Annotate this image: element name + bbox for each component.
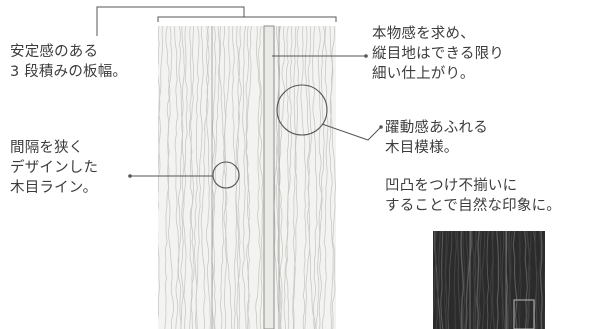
grain-line xyxy=(285,26,290,329)
leader-dot xyxy=(364,54,368,58)
texture-line xyxy=(447,231,453,329)
grain-line xyxy=(200,26,210,329)
grain-line xyxy=(194,26,200,329)
texture-sample-photo xyxy=(433,231,545,329)
grain-line xyxy=(189,26,195,329)
grain-callout-circle xyxy=(276,84,328,136)
grain-line xyxy=(292,26,298,329)
width-bracket xyxy=(157,16,337,22)
grain-line xyxy=(164,26,173,329)
grain-line xyxy=(211,26,217,329)
grain-line xyxy=(292,26,300,329)
texture-line xyxy=(453,231,457,329)
leader-dot xyxy=(379,125,383,129)
leader-grain xyxy=(321,123,382,141)
leader-dot xyxy=(128,174,132,178)
grain-line xyxy=(318,26,325,329)
texture-line xyxy=(512,231,518,329)
texture-line xyxy=(462,231,466,329)
texture-line xyxy=(526,231,532,329)
texture-line xyxy=(501,231,506,329)
grain-line xyxy=(211,26,221,329)
grain-line xyxy=(278,26,286,329)
grain-line xyxy=(315,26,323,329)
grain-line xyxy=(255,26,261,329)
grain-line xyxy=(283,26,293,329)
texture-line xyxy=(440,231,444,329)
label-texture: 凹凸をつけ不揃いに することで自然な印象に。 xyxy=(385,178,561,214)
texture-line xyxy=(524,231,528,329)
vertical-joint xyxy=(263,25,275,329)
grain-line xyxy=(307,26,316,329)
texture-line xyxy=(433,231,437,322)
texture-line xyxy=(539,231,543,329)
grain-line xyxy=(205,26,211,329)
label-joint: 本物感を求め、 縦目地はできる限り 細い仕上がり。 xyxy=(372,26,505,82)
texture-line xyxy=(499,231,504,329)
grain-line xyxy=(258,26,264,329)
grain-line xyxy=(182,26,188,329)
grain-line xyxy=(329,26,336,329)
texture-line xyxy=(496,231,499,329)
texture-line xyxy=(509,231,513,329)
leader-board-width xyxy=(96,6,245,36)
texture-line xyxy=(478,231,482,329)
texture-line xyxy=(460,231,465,329)
texture-line xyxy=(481,231,486,329)
grain-line xyxy=(188,26,194,329)
grain-line xyxy=(300,26,307,329)
texture-line xyxy=(456,231,462,329)
texture-line xyxy=(486,231,489,329)
grain-line xyxy=(195,26,204,329)
grain-line xyxy=(245,26,253,329)
texture-line xyxy=(516,231,522,329)
grain-line xyxy=(311,26,318,329)
wood-panel xyxy=(158,25,336,329)
texture-line xyxy=(537,231,541,329)
texture-line xyxy=(444,231,448,329)
texture-line xyxy=(505,231,509,329)
grain-line xyxy=(322,26,329,329)
grain-line xyxy=(158,26,163,321)
texture-line xyxy=(473,231,477,329)
grain-line xyxy=(174,26,182,329)
grain-line xyxy=(328,26,335,329)
texture-line xyxy=(433,231,441,329)
texture-line xyxy=(465,231,472,329)
grain-line xyxy=(165,26,174,329)
grain-line xyxy=(242,26,247,329)
texture-line xyxy=(476,231,480,329)
grain-line xyxy=(158,26,161,255)
spacing-callout-circle xyxy=(212,161,240,189)
texture-line xyxy=(444,231,449,329)
texture-line xyxy=(544,231,545,329)
grain-line xyxy=(175,26,185,329)
grain-line xyxy=(245,26,251,329)
grain-line xyxy=(220,26,227,329)
label-line-spacing: 間隔を狭く デザインした 木目ライン。 xyxy=(10,140,99,196)
grain-line xyxy=(178,26,185,329)
label-board-width: 安定感のある 3 段積みの板幅。 xyxy=(10,44,128,80)
texture-line xyxy=(435,231,441,329)
grain-line xyxy=(224,26,233,329)
label-grain-pattern: 躍動感あふれる 木目模様。 xyxy=(385,120,488,156)
texture-line xyxy=(489,231,494,329)
texture-line xyxy=(534,231,538,329)
grain-line xyxy=(236,26,242,329)
